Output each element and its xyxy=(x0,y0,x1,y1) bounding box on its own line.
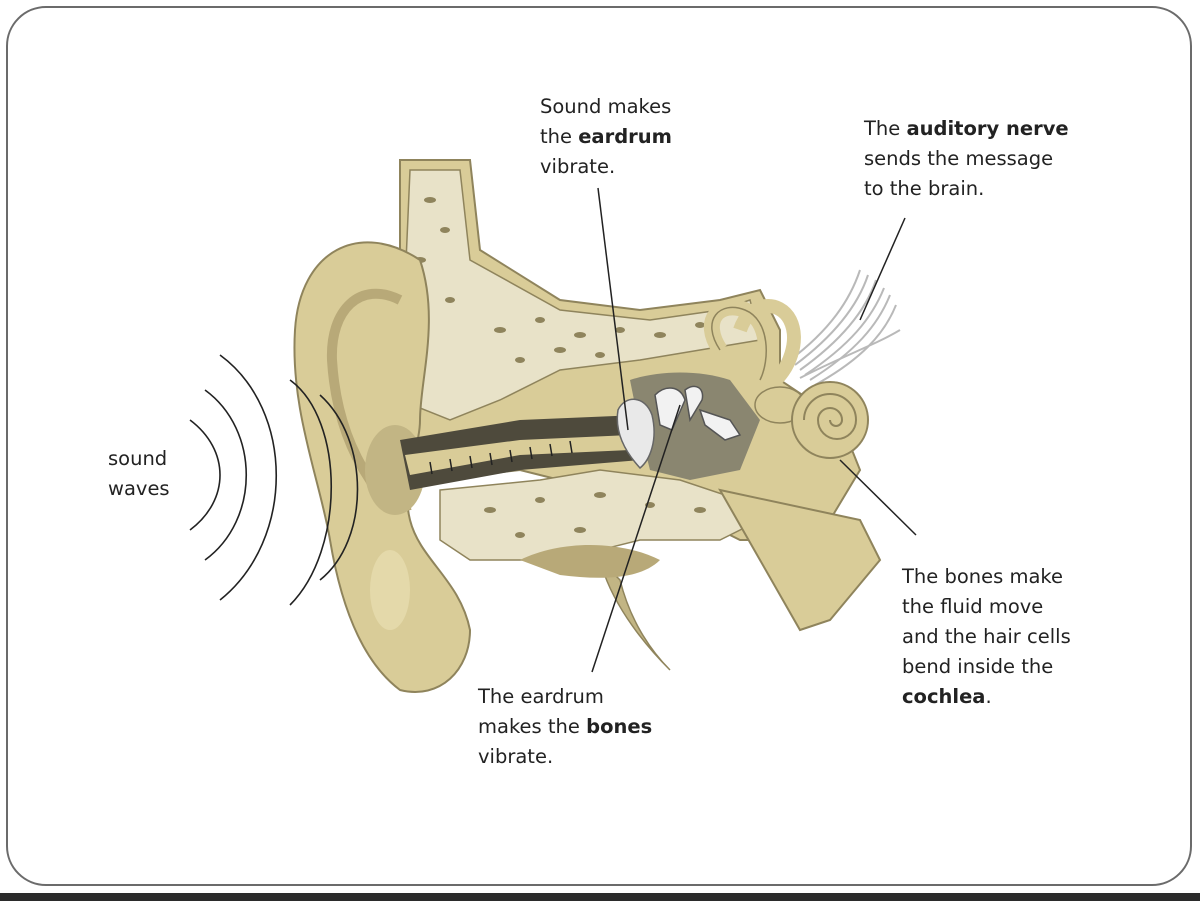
earlobe-highlight xyxy=(370,550,410,630)
auditory-nerve-line-3: to the brain. xyxy=(864,177,985,200)
cochlea-label: The bones make the fluid move and the ha… xyxy=(902,562,1071,712)
ear-canal-lining xyxy=(405,435,630,475)
eardrum-pointer xyxy=(597,187,629,431)
ear-hairs xyxy=(429,440,573,475)
eardrum-label: Sound makes the eardrum vibrate. xyxy=(540,92,672,182)
auditory-nerve xyxy=(789,269,901,386)
bones-label-bold: bones xyxy=(586,715,653,738)
eardrum-label-bold: eardrum xyxy=(578,125,672,148)
cochlea-label-line-3: and the hair cells xyxy=(902,625,1071,648)
bones-label-line-2: makes the bones xyxy=(478,712,652,742)
bottom-bar xyxy=(0,893,1200,901)
cochlea-label-bold: cochlea xyxy=(902,685,986,708)
bones-label-pre: makes the xyxy=(478,715,587,738)
cochlea-label-post: . xyxy=(985,685,992,708)
inner-ear xyxy=(703,299,869,459)
bone-texture xyxy=(414,197,706,538)
auditory-nerve-line-1: The auditory nerve xyxy=(864,114,1069,144)
leader-lines xyxy=(591,187,917,673)
auditory-nerve-label: The auditory nerve sends the message to … xyxy=(864,114,1069,204)
sound-waves-label: sound waves xyxy=(108,444,170,504)
bones-label: The eardrum makes the bones vibrate. xyxy=(478,682,652,772)
cochlea-pointer xyxy=(839,459,917,536)
ossicles xyxy=(654,385,742,441)
auditory-nerve-line-2: sends the message xyxy=(864,147,1054,170)
bones-label-line-3: vibrate. xyxy=(478,745,554,768)
bones-label-line-1: The eardrum xyxy=(478,685,604,708)
sound-waves-line-1: sound xyxy=(108,447,168,470)
cochlea-label-line-2: the fluid move xyxy=(902,595,1044,618)
cochlea-label-line-1: The bones make xyxy=(902,565,1064,588)
sound-waves xyxy=(189,354,359,606)
auditory-nerve-bold: auditory nerve xyxy=(906,117,1069,140)
nerve-pointer xyxy=(859,217,906,321)
eardrum-label-line-2: the eardrum xyxy=(540,122,672,152)
bones-pointer xyxy=(591,404,681,673)
eardrum-label-line-3: vibrate. xyxy=(540,155,616,178)
eustachian-tube xyxy=(718,488,882,632)
eardrum-label-line-1: Sound makes xyxy=(540,95,672,118)
cochlea-label-line-5: cochlea. xyxy=(902,682,1071,712)
eardrum-label-pre: the xyxy=(540,125,579,148)
auditory-nerve-pre: The xyxy=(864,117,907,140)
sound-waves-line-2: waves xyxy=(108,477,170,500)
cochlea-label-line-4: bend inside the xyxy=(902,655,1054,678)
styloid-process xyxy=(598,557,671,671)
